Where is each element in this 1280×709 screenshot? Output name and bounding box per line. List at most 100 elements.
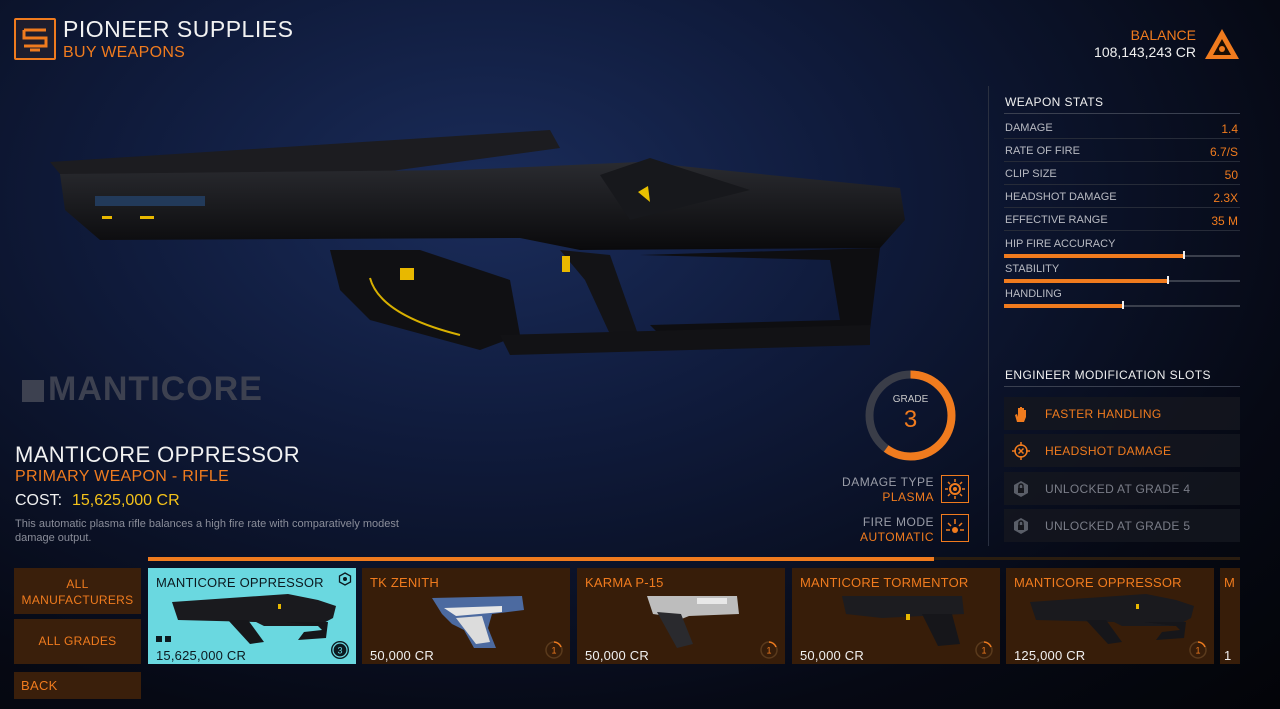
hand-icon [1015,407,1026,422]
stat-name: HIP FIRE ACCURACY [1005,238,1116,250]
engineer-slots-title: ENGINEER MODIFICATION SLOTS [1005,368,1211,382]
card-marker [165,636,171,642]
damage-type-label: DAMAGE TYPE [842,475,934,489]
card-price: 1 [1224,648,1232,663]
slot-label: FASTER HANDLING [1045,407,1162,421]
stats-divider-line [1004,113,1240,114]
all-manufacturers-button[interactable]: ALL MANUFACTURERS [14,568,141,614]
grade-value: 3 [903,406,918,433]
weapon-card-manticore-oppressor-g3[interactable]: MANTICORE OPPRESSOR 15,625,000 CR 3 [148,568,356,664]
weapon-thumbnail [647,596,739,648]
grade-badge: 1 [975,641,993,659]
weapon-card-karma-p-15[interactable]: KARMA P-15 50,000 CR 1 [577,568,785,664]
weapon-thumbnail [432,596,524,648]
grade-badge-value: 1 [551,646,556,656]
slot-label: UNLOCKED AT GRADE 4 [1045,482,1191,496]
weapon-thumbnail [842,596,964,646]
card-title: MANTICORE OPPRESSOR [156,575,324,590]
weapon-thumbnail [1030,594,1194,644]
grade-badge-value: 1 [981,646,986,656]
engineer-slot-locked-grade-4: UNLOCKED AT GRADE 4 [1004,472,1240,505]
faction-triangle-icon [1205,29,1239,59]
stat-bar-fill [1004,254,1184,258]
automatic-fire-icon [941,514,969,542]
stats-divider [988,86,1002,546]
grade-badge: 1 [545,641,563,659]
engineer-slot-faster-handling[interactable]: FASTER HANDLING [1004,397,1240,430]
engineer-slot-locked-grade-5: UNLOCKED AT GRADE 5 [1004,509,1240,542]
fire-mode-label: FIRE MODE [862,515,934,529]
card-price: 50,000 CR [585,648,649,663]
stat-name: STABILITY [1005,263,1060,275]
slot-label: UNLOCKED AT GRADE 5 [1045,519,1191,533]
card-price: 15,625,000 CR [156,648,247,663]
locked-hex-icon [1014,481,1028,497]
card-title: TK ZENITH [370,575,439,590]
card-price: 50,000 CR [370,648,434,663]
grade-badge-value: 3 [337,646,342,656]
page-subtitle: BUY WEAPONS [63,44,186,61]
back-button[interactable]: BACK [14,672,141,699]
cost-value: 15,625,000 CR [72,492,180,509]
stat-bar-stability: STABILITY [1004,263,1240,288]
brand-name: MANTICORE [48,370,263,408]
stat-row-clip-size: CLIP SIZE 50 [1004,162,1240,185]
stat-name: EFFECTIVE RANGE [1005,214,1108,226]
plasma-icon [941,475,969,503]
manufacturer-brand: MANTICORE [22,370,263,409]
crosshair-icon [1012,442,1030,460]
weapon-card-tk-zenith[interactable]: TK ZENITH 50,000 CR 1 [362,568,570,664]
weapon-stats-title: WEAPON STATS [1005,95,1104,109]
carousel-scroll-thumb[interactable] [148,557,935,561]
weapon-render [50,130,905,355]
grade-label: GRADE [892,394,929,405]
grade-badge: 1 [760,641,778,659]
weapon-description: This automatic plasma rifle balances a h… [15,518,399,544]
stat-name: HEADSHOT DAMAGE [1005,191,1117,203]
all-grades-button[interactable]: ALL GRADES [14,619,141,664]
engineer-divider-line [1004,386,1240,387]
grade-badge: 3 [331,641,349,659]
stat-bar-handling: HANDLING [1004,288,1240,313]
stat-value: 50 [1224,168,1238,182]
stat-bar-marker [1183,251,1186,259]
card-price: 50,000 CR [800,648,864,663]
slot-label: HEADSHOT DAMAGE [1045,444,1172,458]
stat-row-rate-of-fire: RATE OF FIRE 6.7/S [1004,139,1240,162]
balance-value: 108,143,243 CR [1094,44,1196,60]
stat-bar-hip-fire-accuracy: HIP FIRE ACCURACY [1004,238,1240,263]
page-title: PIONEER SUPPLIES [63,16,294,42]
card-title: M [1224,575,1236,590]
stat-bar-fill [1004,279,1167,283]
stat-row-headshot-damage: HEADSHOT DAMAGE 2.3X [1004,185,1240,208]
cost-label: COST: [15,492,63,509]
grade-badge-value: 1 [1195,646,1200,656]
stat-bar-marker [1166,276,1169,284]
stat-name: HANDLING [1005,288,1062,300]
damage-type-value: PLASMA [882,490,934,504]
stat-row-effective-range: EFFECTIVE RANGE 35 M [1004,208,1240,231]
stat-name: RATE OF FIRE [1005,145,1080,157]
card-title: MANTICORE TORMENTOR [800,575,969,590]
weapon-card-manticore-oppressor-g1[interactable]: MANTICORE OPPRESSOR 125,000 CR 1 [1006,568,1214,664]
weapon-type: PRIMARY WEAPON - RIFLE [15,468,230,485]
card-price: 125,000 CR [1014,648,1086,663]
grade-ring [865,370,956,461]
card-title: MANTICORE OPPRESSOR [1014,575,1182,590]
pioneer-supplies-logo [14,18,56,60]
stat-row-damage: DAMAGE 1.4 [1004,116,1240,139]
stat-name: CLIP SIZE [1005,168,1057,180]
engineer-slot-headshot-damage[interactable]: HEADSHOT DAMAGE [1004,434,1240,467]
stat-bar-fill [1004,304,1122,308]
weapon-card-partial[interactable]: M 1 [1220,568,1240,664]
locked-hex-icon [1014,518,1028,534]
weapon-card-manticore-tormentor[interactable]: MANTICORE TORMENTOR 50,000 CR 1 [792,568,1000,664]
weapon-thumbnail [172,594,336,644]
stat-value: 35 M [1211,214,1238,228]
brand-mark [22,380,44,402]
engineered-hex-icon [338,572,352,586]
stat-value: 1.4 [1221,122,1238,136]
stat-bar-marker [1122,301,1124,309]
weapon-name: MANTICORE OPPRESSOR [15,442,301,467]
stat-value: 6.7/S [1209,145,1238,159]
